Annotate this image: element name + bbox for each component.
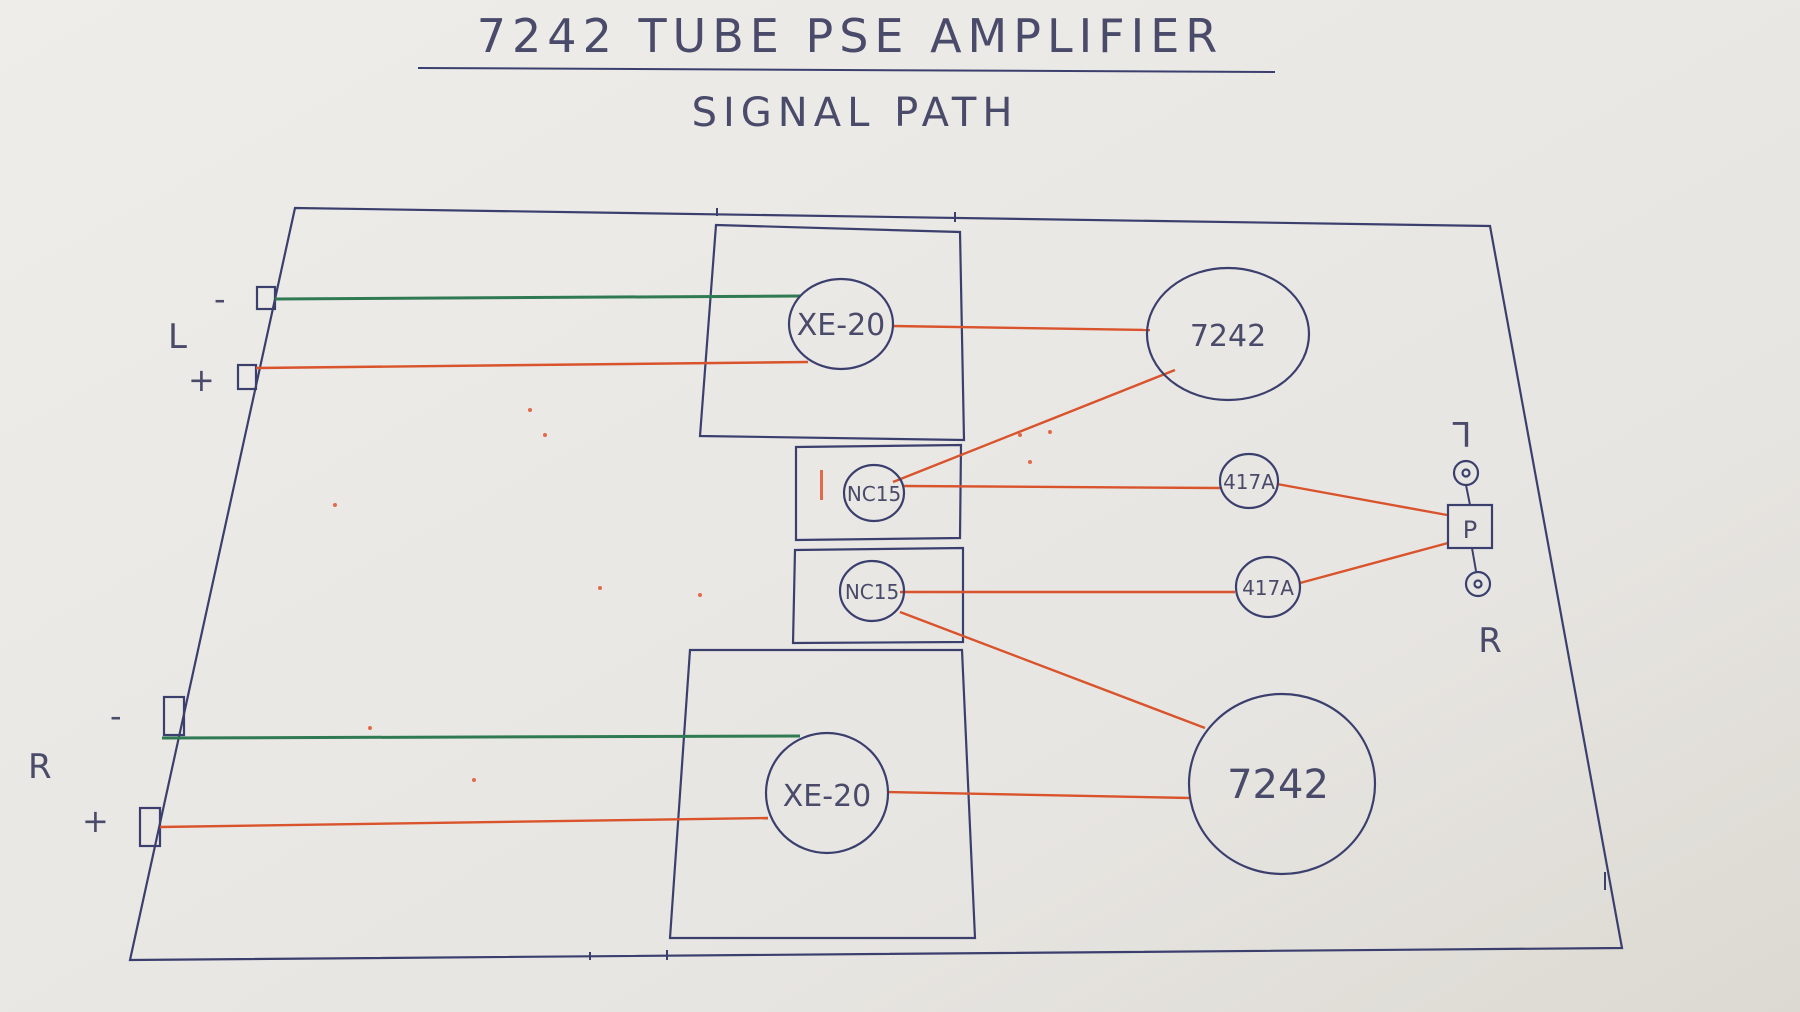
wire-417a-to-pot-top — [1276, 482, 1448, 517]
tube-xe20-bottom[interactable]: XE-20 — [764, 731, 890, 855]
input-left-plus-label: + — [188, 361, 215, 399]
wire-xe20-to-7242-top — [891, 324, 1151, 332]
wire-nc15-to-417a-top — [902, 484, 1221, 490]
input-right-minus-label: - — [110, 697, 122, 735]
pot-left-label: L — [1452, 413, 1471, 453]
volume-pot[interactable]: P — [1446, 503, 1494, 550]
tube-7242-bottom-label: 7242 — [1227, 762, 1329, 808]
tube-417a-bottom[interactable]: 417A — [1234, 555, 1302, 619]
tube-nc15-top[interactable]: NC15 — [842, 463, 906, 523]
input-left-minus-label: - — [214, 280, 226, 318]
stray-marks — [333, 408, 1052, 782]
wire-nc15-to-7242-top — [892, 368, 1176, 484]
pot-right-lead — [1471, 547, 1477, 572]
choke-box-top — [794, 443, 963, 542]
input-wire-right — [159, 816, 769, 829]
tube-417a-top-label: 417A — [1223, 470, 1275, 494]
wire-xe20-to-7242-bottom — [887, 790, 1191, 800]
page-title: 7242 TUBE PSE AMPLIFIER — [477, 9, 1223, 63]
choke-box-bottom — [791, 546, 965, 645]
wire-417a-to-pot-bottom — [1299, 541, 1449, 585]
title-underline — [417, 67, 1276, 73]
tube-nc15-top-label: NC15 — [847, 482, 901, 506]
pot-left-lead — [1465, 484, 1471, 506]
transformer-box-bottom — [668, 648, 977, 940]
tube-417a-top[interactable]: 417A — [1218, 452, 1280, 510]
tube-7242-top-label: 7242 — [1190, 319, 1266, 354]
transformer-box-top — [698, 223, 966, 442]
input-right-plus-label: + — [82, 802, 109, 840]
input-wire-left — [255, 360, 809, 370]
pot-right-jack[interactable] — [1464, 570, 1492, 598]
tube-xe20-top-label: XE-20 — [797, 308, 886, 343]
input-left-plus-terminal[interactable] — [236, 363, 258, 391]
page-subtitle: SIGNAL PATH — [692, 90, 1019, 136]
pot-right-label: R — [1478, 621, 1502, 661]
wire-nc15-to-7242-bottom — [899, 610, 1206, 730]
tube-417a-bottom-label: 417A — [1242, 576, 1294, 600]
ground-wire-left — [274, 294, 801, 301]
input-right-minus-terminal[interactable] — [162, 695, 186, 737]
input-right-channel-label: R — [28, 747, 52, 787]
ground-wire-right — [161, 734, 801, 740]
input-left-channel-label: L — [168, 317, 187, 357]
tube-xe20-top[interactable]: XE-20 — [787, 277, 895, 371]
volume-pot-label: P — [1463, 516, 1477, 544]
tube-7242-top[interactable]: 7242 — [1145, 266, 1311, 402]
tube-nc15-bottom[interactable]: NC15 — [838, 559, 906, 623]
tube-xe20-bottom-label: XE-20 — [783, 779, 872, 814]
tube-7242-bottom[interactable]: 7242 — [1187, 692, 1377, 876]
tube-nc15-bottom-label: NC15 — [845, 580, 899, 604]
